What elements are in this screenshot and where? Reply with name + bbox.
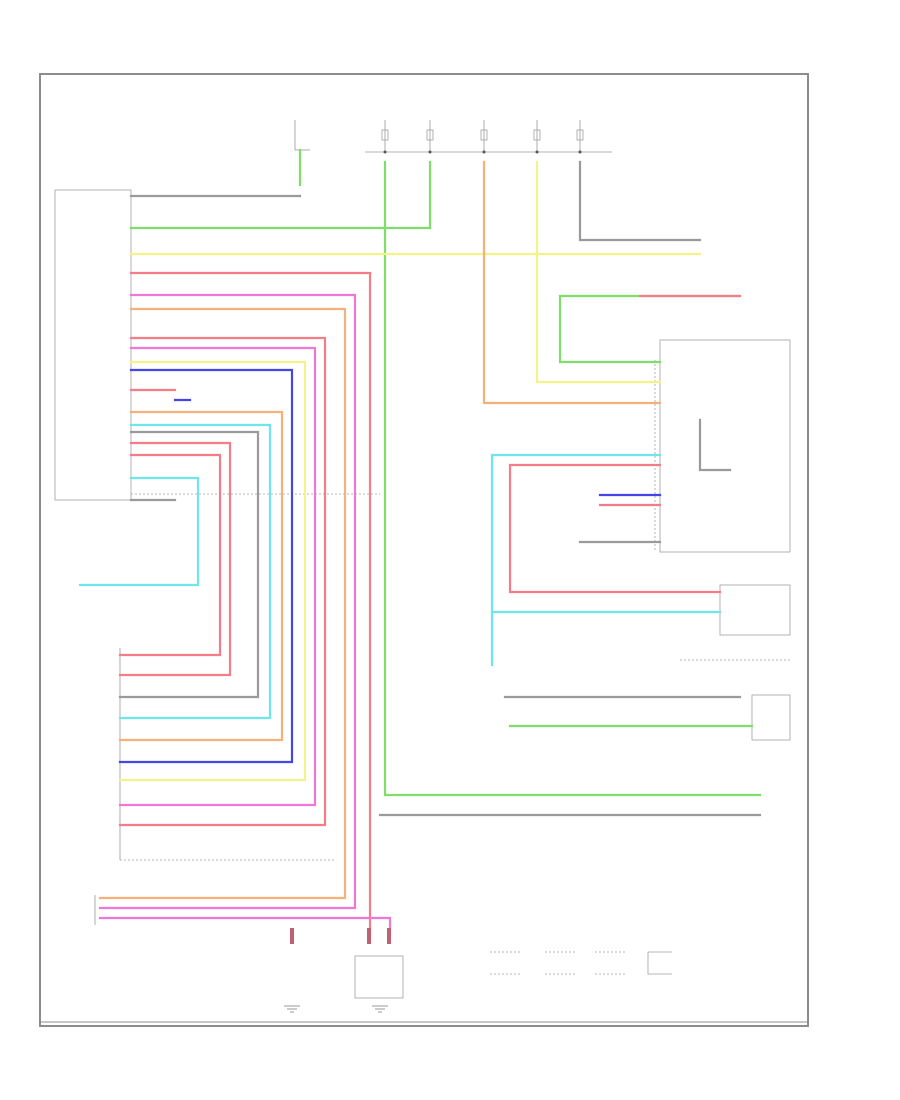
connector-pin-icon	[367, 928, 371, 944]
ground-symbol-icon	[372, 1005, 388, 1013]
sensor-box	[751, 694, 791, 741]
switch-module	[94, 648, 335, 925]
ground-symbols	[284, 1005, 388, 1013]
connector-pin-icon	[387, 928, 391, 944]
connector-pin-icon	[290, 928, 294, 944]
fuse-icon	[426, 129, 434, 141]
actuator-box	[354, 955, 404, 999]
ground-symbol-icon	[284, 1005, 300, 1013]
right-units	[354, 339, 791, 999]
fuse-block	[294, 120, 612, 154]
fuse-icon	[533, 129, 541, 141]
connector-pins	[290, 928, 391, 944]
control-module-left	[54, 189, 380, 501]
wires	[78, 148, 762, 937]
fuse-icon	[576, 129, 584, 141]
fuse-icon	[381, 129, 389, 141]
legend-blocks	[490, 951, 672, 975]
diagram-frame	[39, 73, 809, 1027]
fuse-icon	[480, 129, 488, 141]
